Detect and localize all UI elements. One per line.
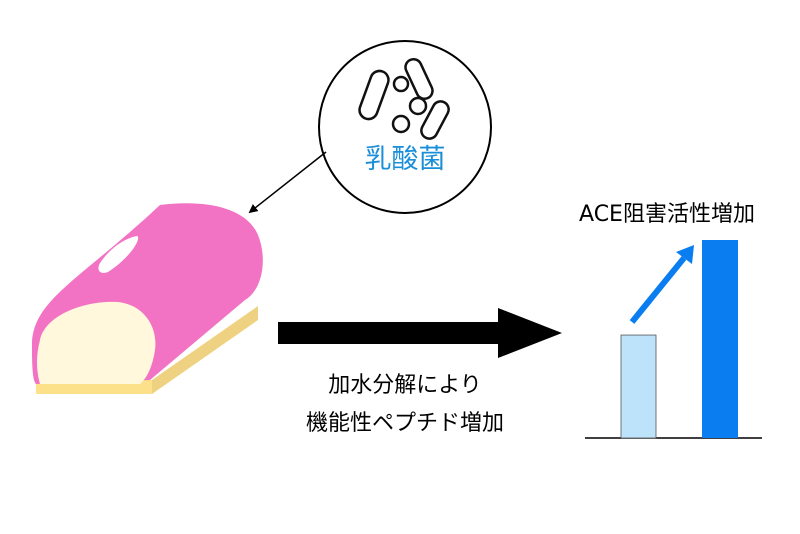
process-label-line2: 機能性ペプチド増加	[306, 411, 504, 436]
kamaboko-highlight	[98, 236, 139, 273]
bacteria-icon	[358, 57, 450, 140]
inoculation-arrow	[248, 151, 327, 214]
bar-before	[620, 334, 657, 439]
process-label-line1: 加水分解により	[328, 373, 482, 398]
bacteria-label: 乳酸菌	[365, 144, 446, 175]
kamaboko-cross-section	[37, 301, 156, 384]
result-label: ACE阻害活性増加	[579, 202, 755, 227]
bar-after	[702, 240, 738, 438]
kamaboko-icon	[32, 203, 263, 394]
process-arrow	[278, 308, 562, 358]
kamaboko-board	[36, 306, 258, 394]
trend-arrow	[629, 245, 694, 324]
bacteria-bubble: 乳酸菌	[318, 40, 492, 214]
result-bar-chart	[585, 240, 762, 439]
